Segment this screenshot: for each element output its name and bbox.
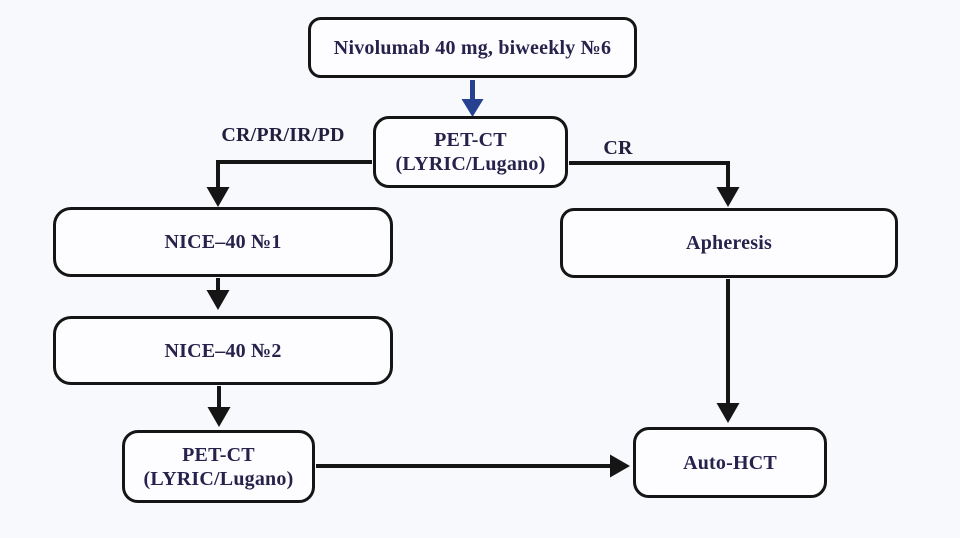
edge-label-left-branch: CR/PR/IR/PD (221, 124, 345, 146)
node-nice1-label: NICE–40 №1 (164, 231, 282, 253)
node-apheresis-label: Apheresis (686, 232, 772, 254)
arrow-petct-to-nice1 (206, 160, 372, 207)
node-petct-bottom-line1: PET-CT (182, 443, 255, 466)
arrow-nice2-to-petct (207, 386, 231, 427)
arrow-petct-to-apheresis (569, 161, 740, 207)
node-petct-bottom: PET-CT (LYRIC/Lugano) (122, 430, 315, 503)
node-nivolumab-label: Nivolumab 40 mg, biweekly №6 (333, 36, 612, 59)
arrow-nice1-to-nice2 (206, 278, 230, 310)
edge-label-right-branch: CR (603, 137, 633, 159)
node-nice2-label: NICE–40 №2 (164, 339, 282, 362)
node-nivolumab: Nivolumab 40 mg, biweekly №6 (308, 17, 637, 78)
node-petct-bottom-line2: (LYRIC/Lugano) (143, 467, 294, 490)
arrow-petct-to-autohct (316, 454, 630, 478)
arrow-nivolumab-to-petct (461, 80, 484, 117)
node-petct-top: PET-CT (LYRIC/Lugano) (373, 116, 568, 188)
node-petct-top-line2: (LYRIC/Lugano) (395, 153, 546, 175)
node-nice1: NICE–40 №1 (53, 207, 393, 277)
node-nice2: NICE–40 №2 (53, 316, 393, 385)
arrow-apheresis-to-autohct (716, 279, 740, 423)
node-auto-hct-label: Auto-HCT (683, 451, 777, 474)
node-apheresis: Apheresis (560, 208, 898, 278)
node-auto-hct: Auto-HCT (633, 427, 827, 498)
node-petct-top-line1: PET-CT (434, 129, 507, 151)
